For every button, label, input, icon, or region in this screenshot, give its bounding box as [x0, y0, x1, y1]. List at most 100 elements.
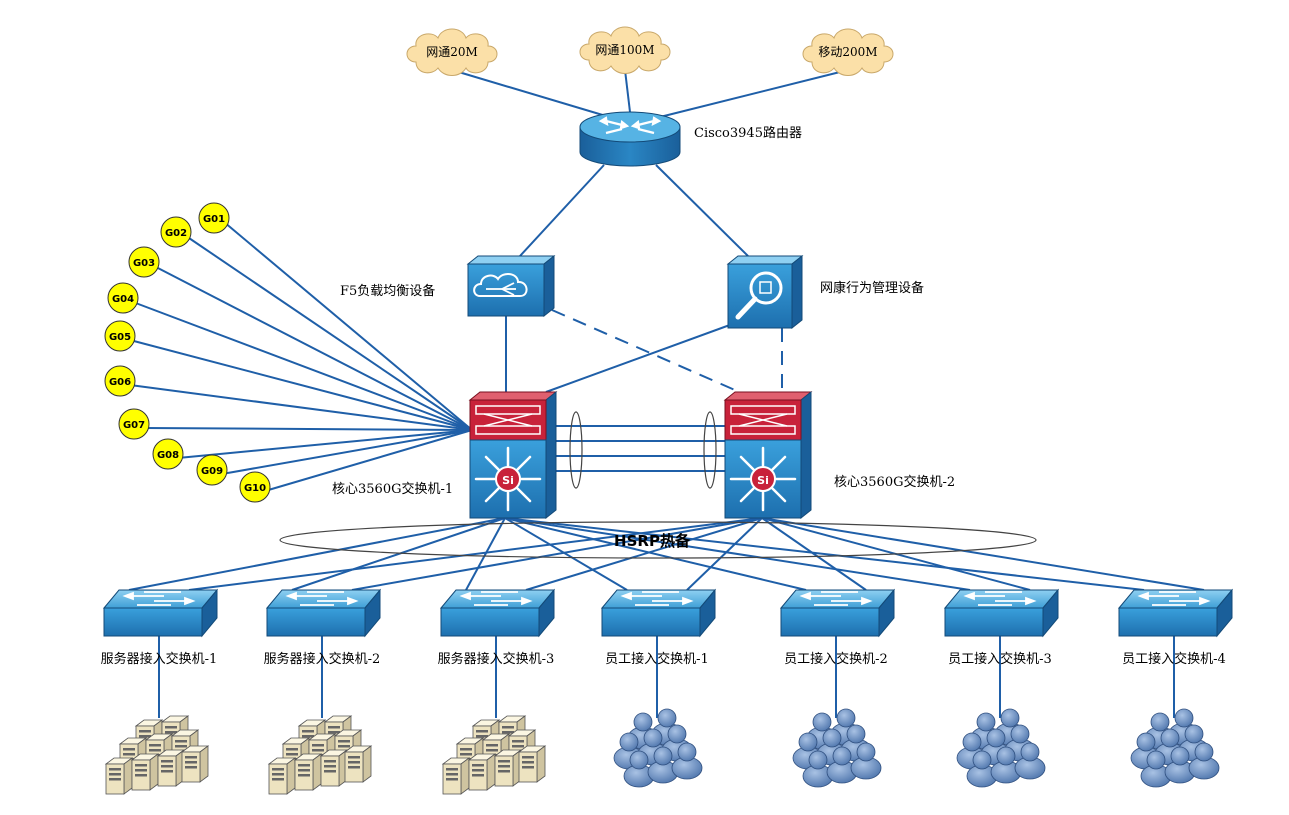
- access-3-hosts: [442, 715, 546, 795]
- link-core2-access-2: [351, 517, 763, 591]
- access-switch-label: 服务器接入交换机-3: [438, 651, 555, 667]
- g-node-label: G06: [109, 377, 131, 388]
- link-g7-core1: [143, 427, 473, 431]
- trunk-bundle-right: [703, 411, 717, 489]
- netkang-device: 网康行为管理设备: [726, 254, 924, 330]
- hsrp-group: HSRP热备: [279, 521, 1037, 559]
- access-switch-2: [265, 588, 382, 638]
- link-cloud3-router: [659, 69, 849, 118]
- g-node-2: G02: [160, 216, 192, 248]
- link-core2-access-4: [686, 517, 763, 591]
- core-2-chip-label: Si: [757, 474, 769, 487]
- server-icon: [268, 757, 296, 795]
- access-switch-7: [1117, 588, 1234, 638]
- access-2-hosts: [268, 715, 372, 795]
- access-4-hosts: [613, 708, 703, 788]
- access-switch-3: [439, 588, 556, 638]
- switch-icon: [944, 607, 1044, 637]
- access-switch-label: 员工接入交换机-2: [784, 651, 888, 667]
- access-switch-label: 员工接入交换机-3: [948, 651, 1052, 667]
- switch-icon: [1118, 607, 1218, 637]
- access-7-hosts: [1130, 708, 1220, 788]
- server-icon: [320, 749, 348, 787]
- g-node-5: G05: [104, 320, 136, 352]
- core-switch-2: Si: [723, 390, 813, 520]
- server-icon: [294, 753, 322, 791]
- link-core1-access-7: [504, 517, 1145, 591]
- g-node-9: G09: [196, 454, 228, 486]
- link-cloud1-router: [451, 69, 607, 117]
- cloud-2-label: 网通100M: [595, 43, 654, 57]
- core-switch-1: Si: [468, 390, 558, 520]
- g-node-6: G06: [104, 365, 136, 397]
- g-node-label: G04: [112, 294, 134, 305]
- g-node-circle: [104, 320, 136, 352]
- link-f5-core2-dashed: [551, 309, 745, 395]
- access-switch-4: [600, 588, 717, 638]
- server-icon: [468, 753, 496, 791]
- netkang-label: 网康行为管理设备: [820, 280, 924, 296]
- server-icon: [131, 753, 159, 791]
- link-cloud2-router: [624, 69, 631, 113]
- link-core1-access-1: [128, 517, 506, 591]
- g-node-label: G07: [123, 420, 145, 431]
- switch-icon: [780, 607, 880, 637]
- server-icon: [181, 745, 209, 783]
- links-layer: [128, 69, 1205, 718]
- trunk-bundle-left: [569, 411, 583, 489]
- switch-icon: [601, 607, 701, 637]
- cloud-3-label: 移动200M: [818, 45, 877, 59]
- g-node-circle: [198, 202, 230, 234]
- server-icon: [442, 757, 470, 795]
- link-core2-access-5: [761, 517, 867, 591]
- access-switch-label: 员工接入交换机-4: [1122, 651, 1226, 667]
- link-g3-core1: [153, 265, 473, 431]
- g-node-circle: [160, 216, 192, 248]
- f5-label: F5负载均衡设备: [340, 283, 435, 299]
- server-icon: [157, 749, 185, 787]
- server-icon: [518, 745, 546, 783]
- cloud-1: 网通20M: [406, 28, 498, 76]
- link-g4-core1: [132, 301, 473, 431]
- access-switch-5: [779, 588, 896, 638]
- magnifier-icon: [735, 271, 783, 320]
- g-node-7: G07: [118, 408, 150, 440]
- g-node-circle: [107, 282, 139, 314]
- link-g8-core1: [177, 429, 473, 459]
- router-label: Cisco3945路由器: [694, 125, 802, 141]
- g-node-label: G05: [109, 332, 131, 343]
- f5-cloud-icon: [473, 273, 528, 297]
- access-6-hosts: [956, 708, 1046, 788]
- access-switch-label: 服务器接入交换机-2: [264, 651, 381, 667]
- g-node-label: G08: [157, 450, 179, 461]
- link-core1-access-4: [504, 517, 628, 591]
- link-core1-access-2: [291, 517, 506, 591]
- server-icon: [344, 745, 372, 783]
- g-node-4: G04: [107, 282, 139, 314]
- link-g9-core1: [221, 429, 473, 475]
- router: Cisco3945路由器: [579, 111, 802, 167]
- g-node-circle: [118, 408, 150, 440]
- g-node-label: G09: [201, 466, 223, 477]
- access-5-hosts: [792, 708, 882, 788]
- core-1-chip-label: Si: [502, 474, 514, 487]
- g-node-label: G10: [244, 483, 266, 494]
- access-switch-6: [943, 588, 1060, 638]
- g-node-8: G08: [152, 438, 184, 470]
- link-g1-core1: [223, 221, 473, 431]
- link-g5-core1: [129, 339, 473, 431]
- g-node-label: G02: [165, 228, 187, 239]
- link-core2-access-1: [188, 517, 763, 591]
- g-node-3: G03: [128, 246, 160, 278]
- hsrp-ellipse: [279, 521, 1037, 559]
- core-1-label: 核心3560G交换机-1: [332, 481, 453, 497]
- g-node-10: G10: [239, 471, 271, 503]
- server-icon: [105, 757, 133, 795]
- cloud-1-label: 网通20M: [426, 45, 478, 59]
- link-core1-access-6: [504, 517, 971, 591]
- g-node-circle: [239, 471, 271, 503]
- link-netkang-core1: [545, 321, 739, 393]
